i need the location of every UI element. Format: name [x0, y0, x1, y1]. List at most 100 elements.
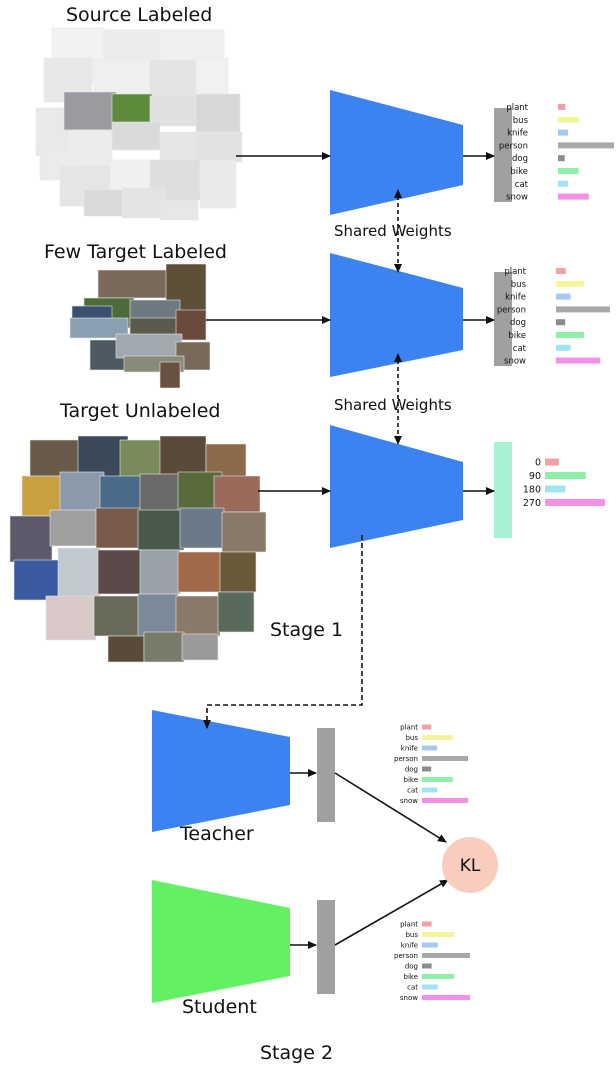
chart-bar-bus: [558, 116, 579, 123]
source-labeled-title: Source Labeled: [66, 4, 213, 26]
photo-tile: [139, 549, 181, 595]
few-target-labeled-title: Few Target Labeled: [44, 241, 227, 263]
chart-bar-dog: [422, 963, 432, 969]
photo-tile: [221, 511, 267, 553]
chart-label-person: person: [499, 141, 528, 151]
photo-tile: [139, 473, 181, 515]
chart-bar-bike: [422, 974, 455, 979]
chart-label-knife: knife: [401, 941, 418, 949]
target-unlabeled-image-collage: [9, 435, 267, 663]
photo-tile: [149, 59, 201, 101]
chart-bar-snow: [422, 798, 468, 803]
chart-bar-cat: [558, 180, 569, 187]
chart-label-dog: dog: [405, 765, 418, 773]
photo-tile: [181, 633, 219, 661]
photo-tile: [29, 439, 81, 477]
chart-label-plant: plant: [400, 723, 418, 731]
source-image-collage: [35, 27, 243, 221]
photo-tile: [143, 631, 185, 663]
kl-label: KL: [460, 856, 481, 876]
photo-tile: [107, 635, 145, 663]
chart-label-snow: snow: [400, 994, 418, 1002]
rotation-chart: 0 90 180 270: [523, 457, 605, 509]
photo-tile: [45, 595, 97, 641]
student-network: [152, 880, 290, 1003]
target-unlabeled-title: Target Unlabeled: [60, 400, 221, 422]
chart-bar-cat: [422, 787, 438, 793]
arrow-teacher-to-kl: [334, 772, 447, 843]
chart-label-bus: bus: [511, 280, 527, 290]
chart-label-270: 270: [523, 498, 541, 509]
chart-label-bike: bike: [510, 167, 528, 177]
photo-tile: [149, 95, 197, 127]
photo-tile: [97, 269, 169, 299]
photo-tile: [195, 131, 243, 163]
teacher-network: [152, 710, 290, 832]
photo-tile: [121, 187, 167, 219]
feature-block-2: [494, 272, 512, 366]
photo-tile: [177, 551, 225, 593]
teacher-feature-block: [317, 728, 335, 822]
chart-label-90: 90: [529, 471, 541, 482]
arrow-net-to-teacher: [203, 535, 363, 729]
feature-block-1: [494, 108, 512, 202]
chart-label-bike: bike: [404, 973, 419, 981]
chart-bar-bus: [556, 280, 585, 287]
photo-tile: [67, 129, 113, 167]
chart-bar-knife: [422, 942, 438, 948]
stage-2-label: Stage 2: [260, 1042, 334, 1064]
chart-label-0: 0: [535, 457, 541, 468]
chart-bar-cat: [556, 344, 571, 351]
teacher-label: Teacher: [180, 823, 254, 845]
shared-weights-label-2: Shared Weights: [334, 396, 452, 414]
photo-tile: [95, 507, 141, 549]
photo-tile: [59, 471, 105, 511]
arrow-student-to-kl: [334, 879, 449, 946]
photo-tile: [57, 547, 101, 599]
chart-bar-dog: [558, 155, 565, 162]
photo-tile: [219, 551, 257, 593]
chart-bar-dog: [556, 319, 566, 326]
photo-tile: [159, 131, 201, 165]
photo-tile: [93, 595, 141, 637]
photo-tile: [179, 507, 225, 549]
chart-bar-knife: [422, 745, 438, 751]
photo-tile: [213, 475, 261, 513]
photo-tile: [49, 509, 99, 547]
chart-label-person: person: [497, 305, 526, 315]
chart-label-cat: cat: [407, 786, 418, 794]
chart-label-plant: plant: [504, 267, 526, 277]
chart-bar-knife: [556, 293, 571, 300]
chart-bar-knife: [558, 129, 569, 136]
photo-tile: [165, 263, 207, 315]
chart-bar-person: [422, 953, 470, 958]
photo-tile: [159, 435, 207, 477]
photo-tile: [137, 509, 185, 551]
chart-label-knife: knife: [401, 744, 418, 752]
chart-label-person: person: [394, 952, 418, 960]
chart-label-plant: plant: [506, 103, 528, 113]
chart-label-180: 180: [523, 484, 541, 495]
photo-tile: [83, 189, 125, 217]
chart-label-cat: cat: [513, 344, 527, 354]
shared-weights-label-1: Shared Weights: [334, 222, 452, 240]
chart-label-knife: knife: [507, 129, 528, 139]
kl-circle: [442, 837, 498, 893]
photo-tile: [195, 93, 241, 133]
chart-bar-snow: [422, 995, 470, 1000]
chart-bar-bike: [422, 777, 453, 782]
chart-bar-plant: [558, 104, 566, 110]
rotation-head-block: [494, 442, 512, 538]
few-target-image-collage: [69, 263, 211, 389]
chart-bar-cat: [422, 984, 438, 990]
chart-label-snow: snow: [400, 797, 418, 805]
photo-tile: [97, 549, 143, 595]
chart-bar-bike: [556, 332, 585, 338]
chart-bar-180: [545, 485, 566, 493]
chart-bar-bus: [422, 932, 455, 937]
